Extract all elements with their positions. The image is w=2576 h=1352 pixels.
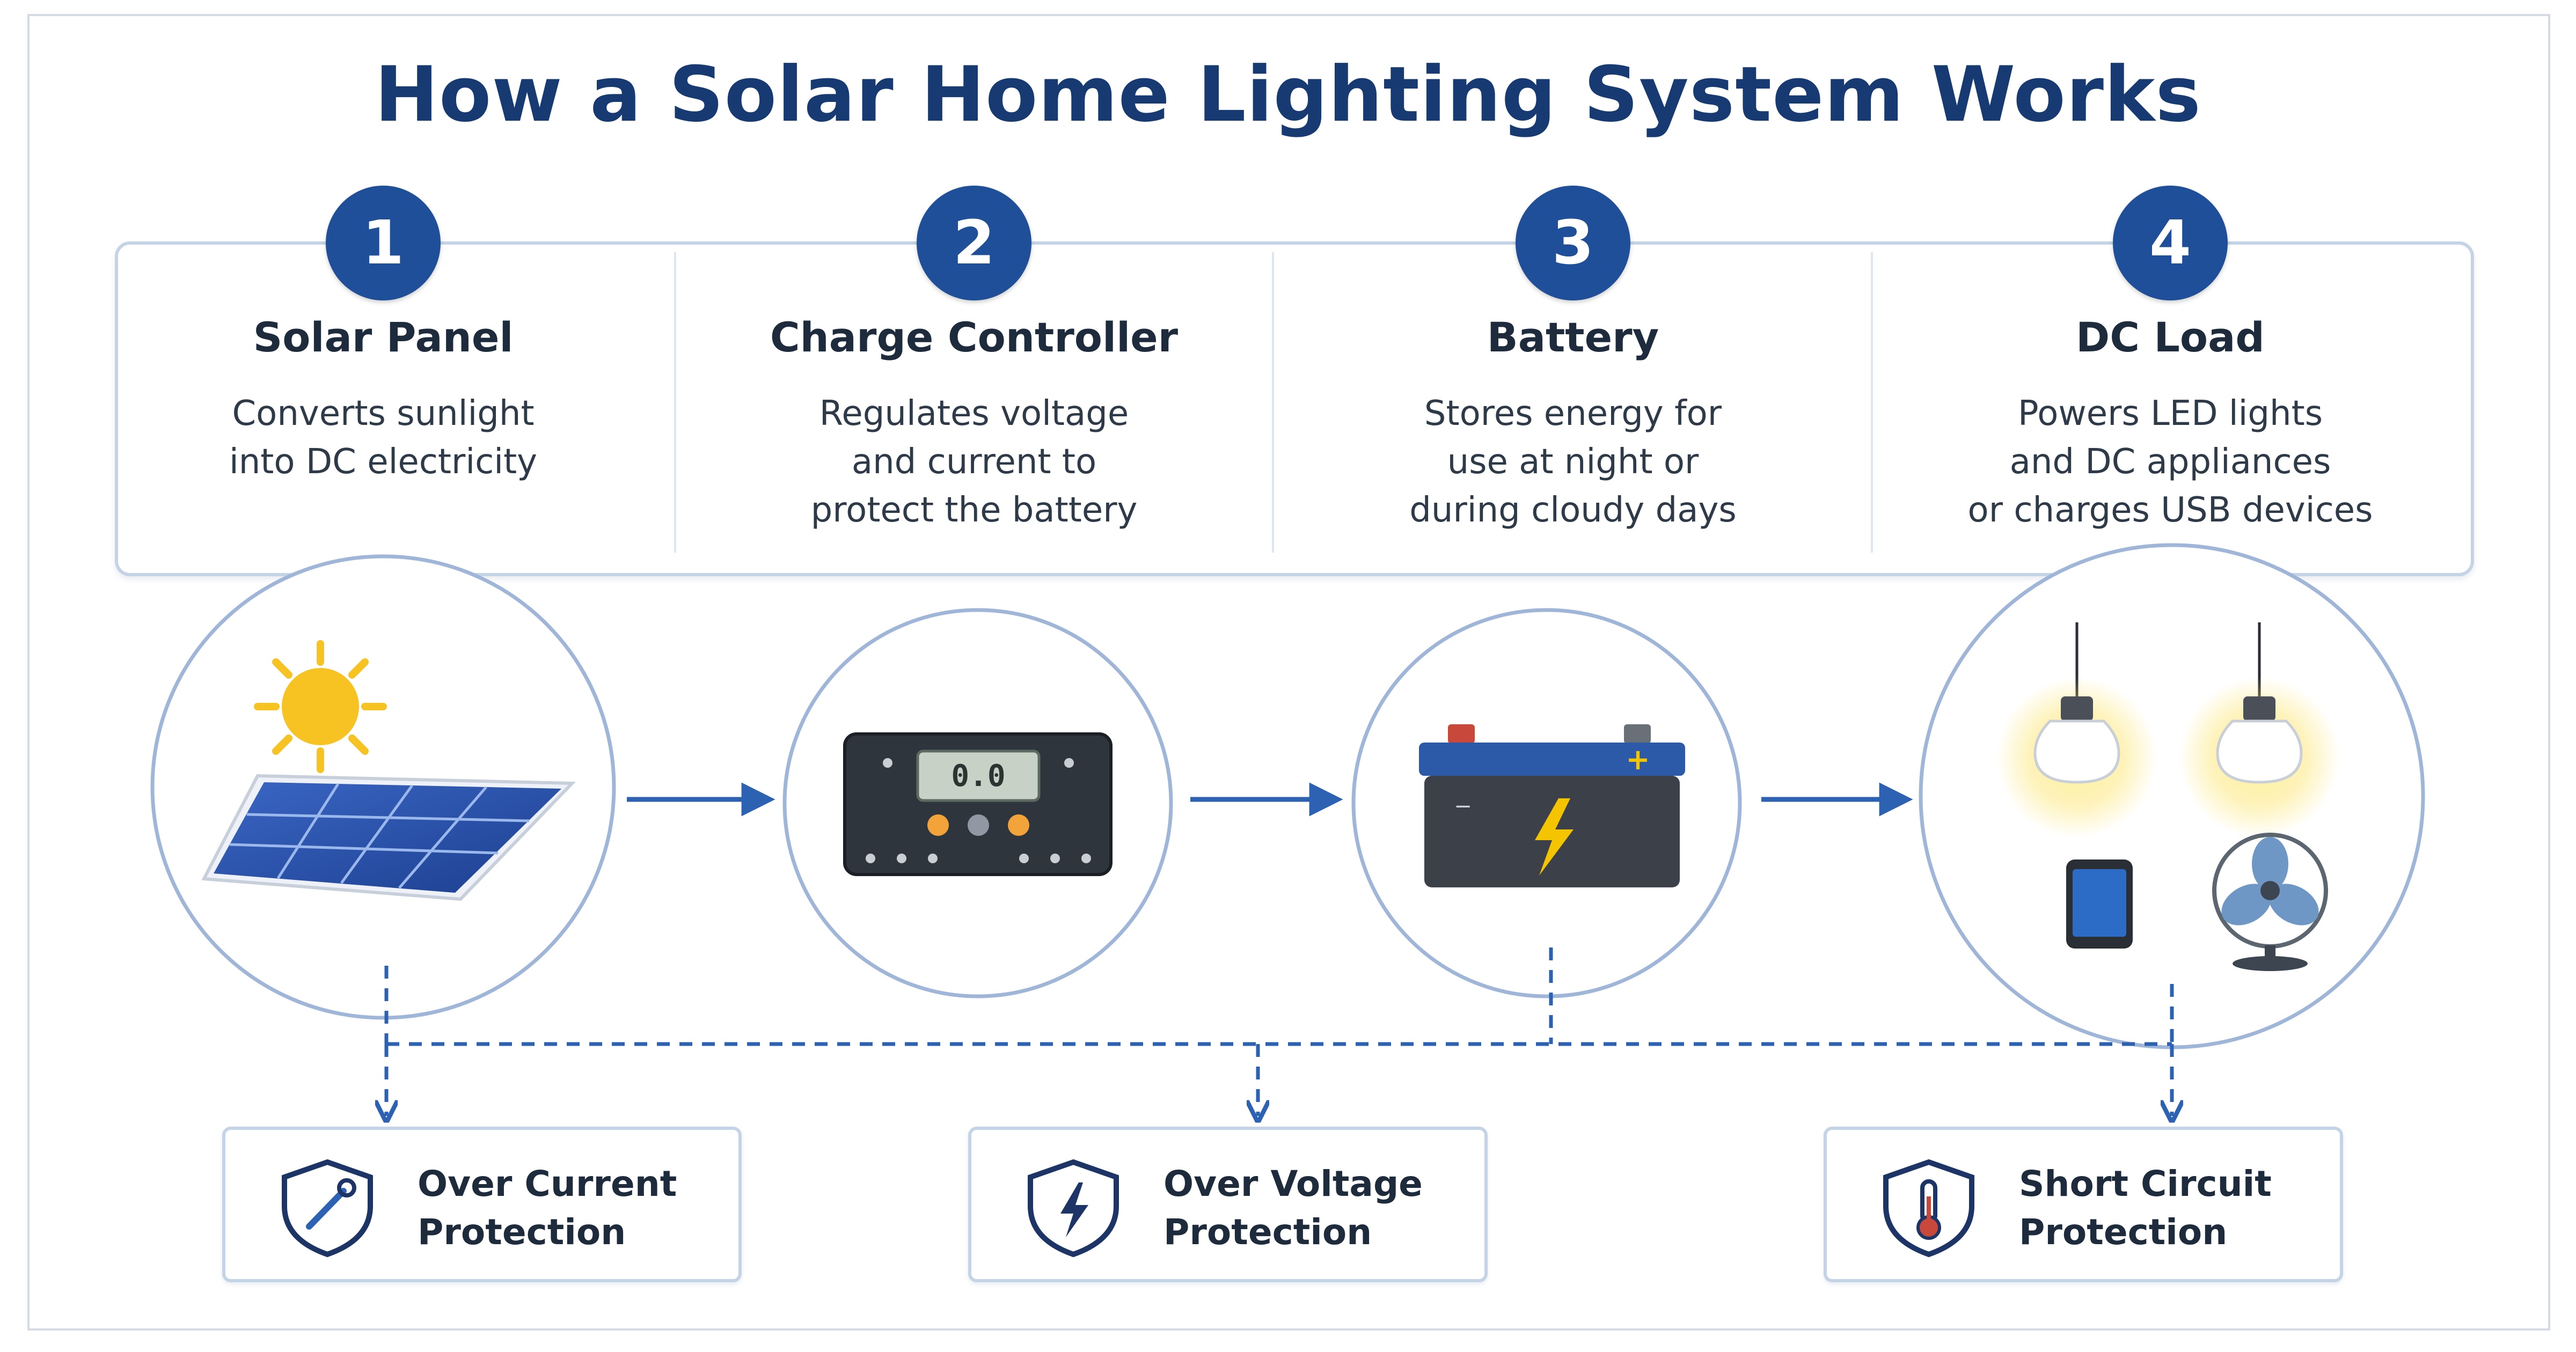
step-3-description: Stores energy for use at night or during… (1305, 390, 1841, 534)
over-voltage-protection-box: Over Voltage Protection (968, 1127, 1488, 1282)
protection-network (386, 947, 2172, 1116)
step-3-badge: 3 (1516, 186, 1630, 300)
protection-label-line: Over Current (418, 1163, 677, 1204)
step-2-description: Regulates voltage and current to protect… (706, 390, 1242, 534)
step-4-description-line: Powers LED lights (2017, 394, 2323, 433)
step-1-description: Converts sunlight into DC electricity (115, 390, 652, 486)
fan-icon (2212, 833, 2328, 971)
shield-wrench-icon (282, 1159, 373, 1258)
protection-label-line: Over Voltage (1163, 1163, 1423, 1204)
shield-thermometer-icon (1883, 1159, 1974, 1258)
over-current-label: Over Current Protection (418, 1160, 740, 1257)
solar-panel-icon (201, 774, 576, 901)
page-title: How a Solar Home Lighting System Works (375, 50, 2201, 139)
short-circuit-protection-box: Short Circuit Protection (1824, 1127, 2343, 1282)
step-1-description-line: Converts sunlight (232, 394, 535, 433)
step-2-description-line: Regulates voltage (819, 394, 1129, 433)
step-1-title: Solar Panel (253, 313, 514, 361)
short-circuit-label: Short Circuit Protection (2019, 1160, 2341, 1257)
battery-minus-sign: − (1454, 794, 1472, 819)
over-current-protection-box: Over Current Protection (222, 1127, 742, 1282)
over-voltage-label: Over Voltage Protection (1163, 1160, 1485, 1257)
battery-plus-sign: + (1626, 743, 1650, 776)
step-4-description-line: or charges USB devices (1967, 490, 2373, 530)
protection-label-line: Protection (418, 1211, 626, 1253)
protection-label-line: Protection (1163, 1211, 1372, 1253)
dc-load-circle (1919, 543, 2425, 1049)
step-2-title: Charge Controller (770, 313, 1179, 361)
steps-panel (115, 241, 2474, 576)
step-3-title: Battery (1487, 313, 1659, 361)
step-divider (1272, 252, 1274, 553)
led-bulb-icon (2179, 622, 2340, 838)
step-2-description-line: and current to (851, 442, 1097, 482)
smartphone-icon (2066, 859, 2133, 949)
step-2-description-line: protect the battery (810, 490, 1138, 530)
controller-display: 0.0 (951, 759, 1005, 793)
step-2-badge: 2 (917, 186, 1031, 300)
step-3-description-line: during cloudy days (1409, 490, 1737, 530)
step-3-description-line: use at night or (1447, 442, 1699, 482)
step-4-description-line: and DC appliances (2009, 442, 2331, 482)
step-1-description-line: into DC electricity (229, 442, 538, 482)
step-1-badge: 1 (326, 186, 441, 300)
sun-icon (254, 640, 387, 773)
charge-controller-icon: 0.0 (843, 732, 1113, 876)
step-4-title: DC Load (2076, 313, 2265, 361)
battery-icon: − + (1419, 724, 1685, 887)
protection-label-line: Short Circuit (2019, 1163, 2272, 1204)
step-3-description-line: Stores energy for (1424, 394, 1722, 433)
step-divider (1871, 252, 1873, 553)
shield-bolt-icon (1028, 1159, 1119, 1258)
step-divider (674, 252, 676, 553)
protection-label-line: Protection (2019, 1211, 2228, 1253)
step-4-description: Powers LED lights and DC appliances or c… (1902, 390, 2439, 534)
step-4-badge: 4 (2113, 186, 2228, 300)
led-bulb-icon (1996, 622, 2157, 838)
